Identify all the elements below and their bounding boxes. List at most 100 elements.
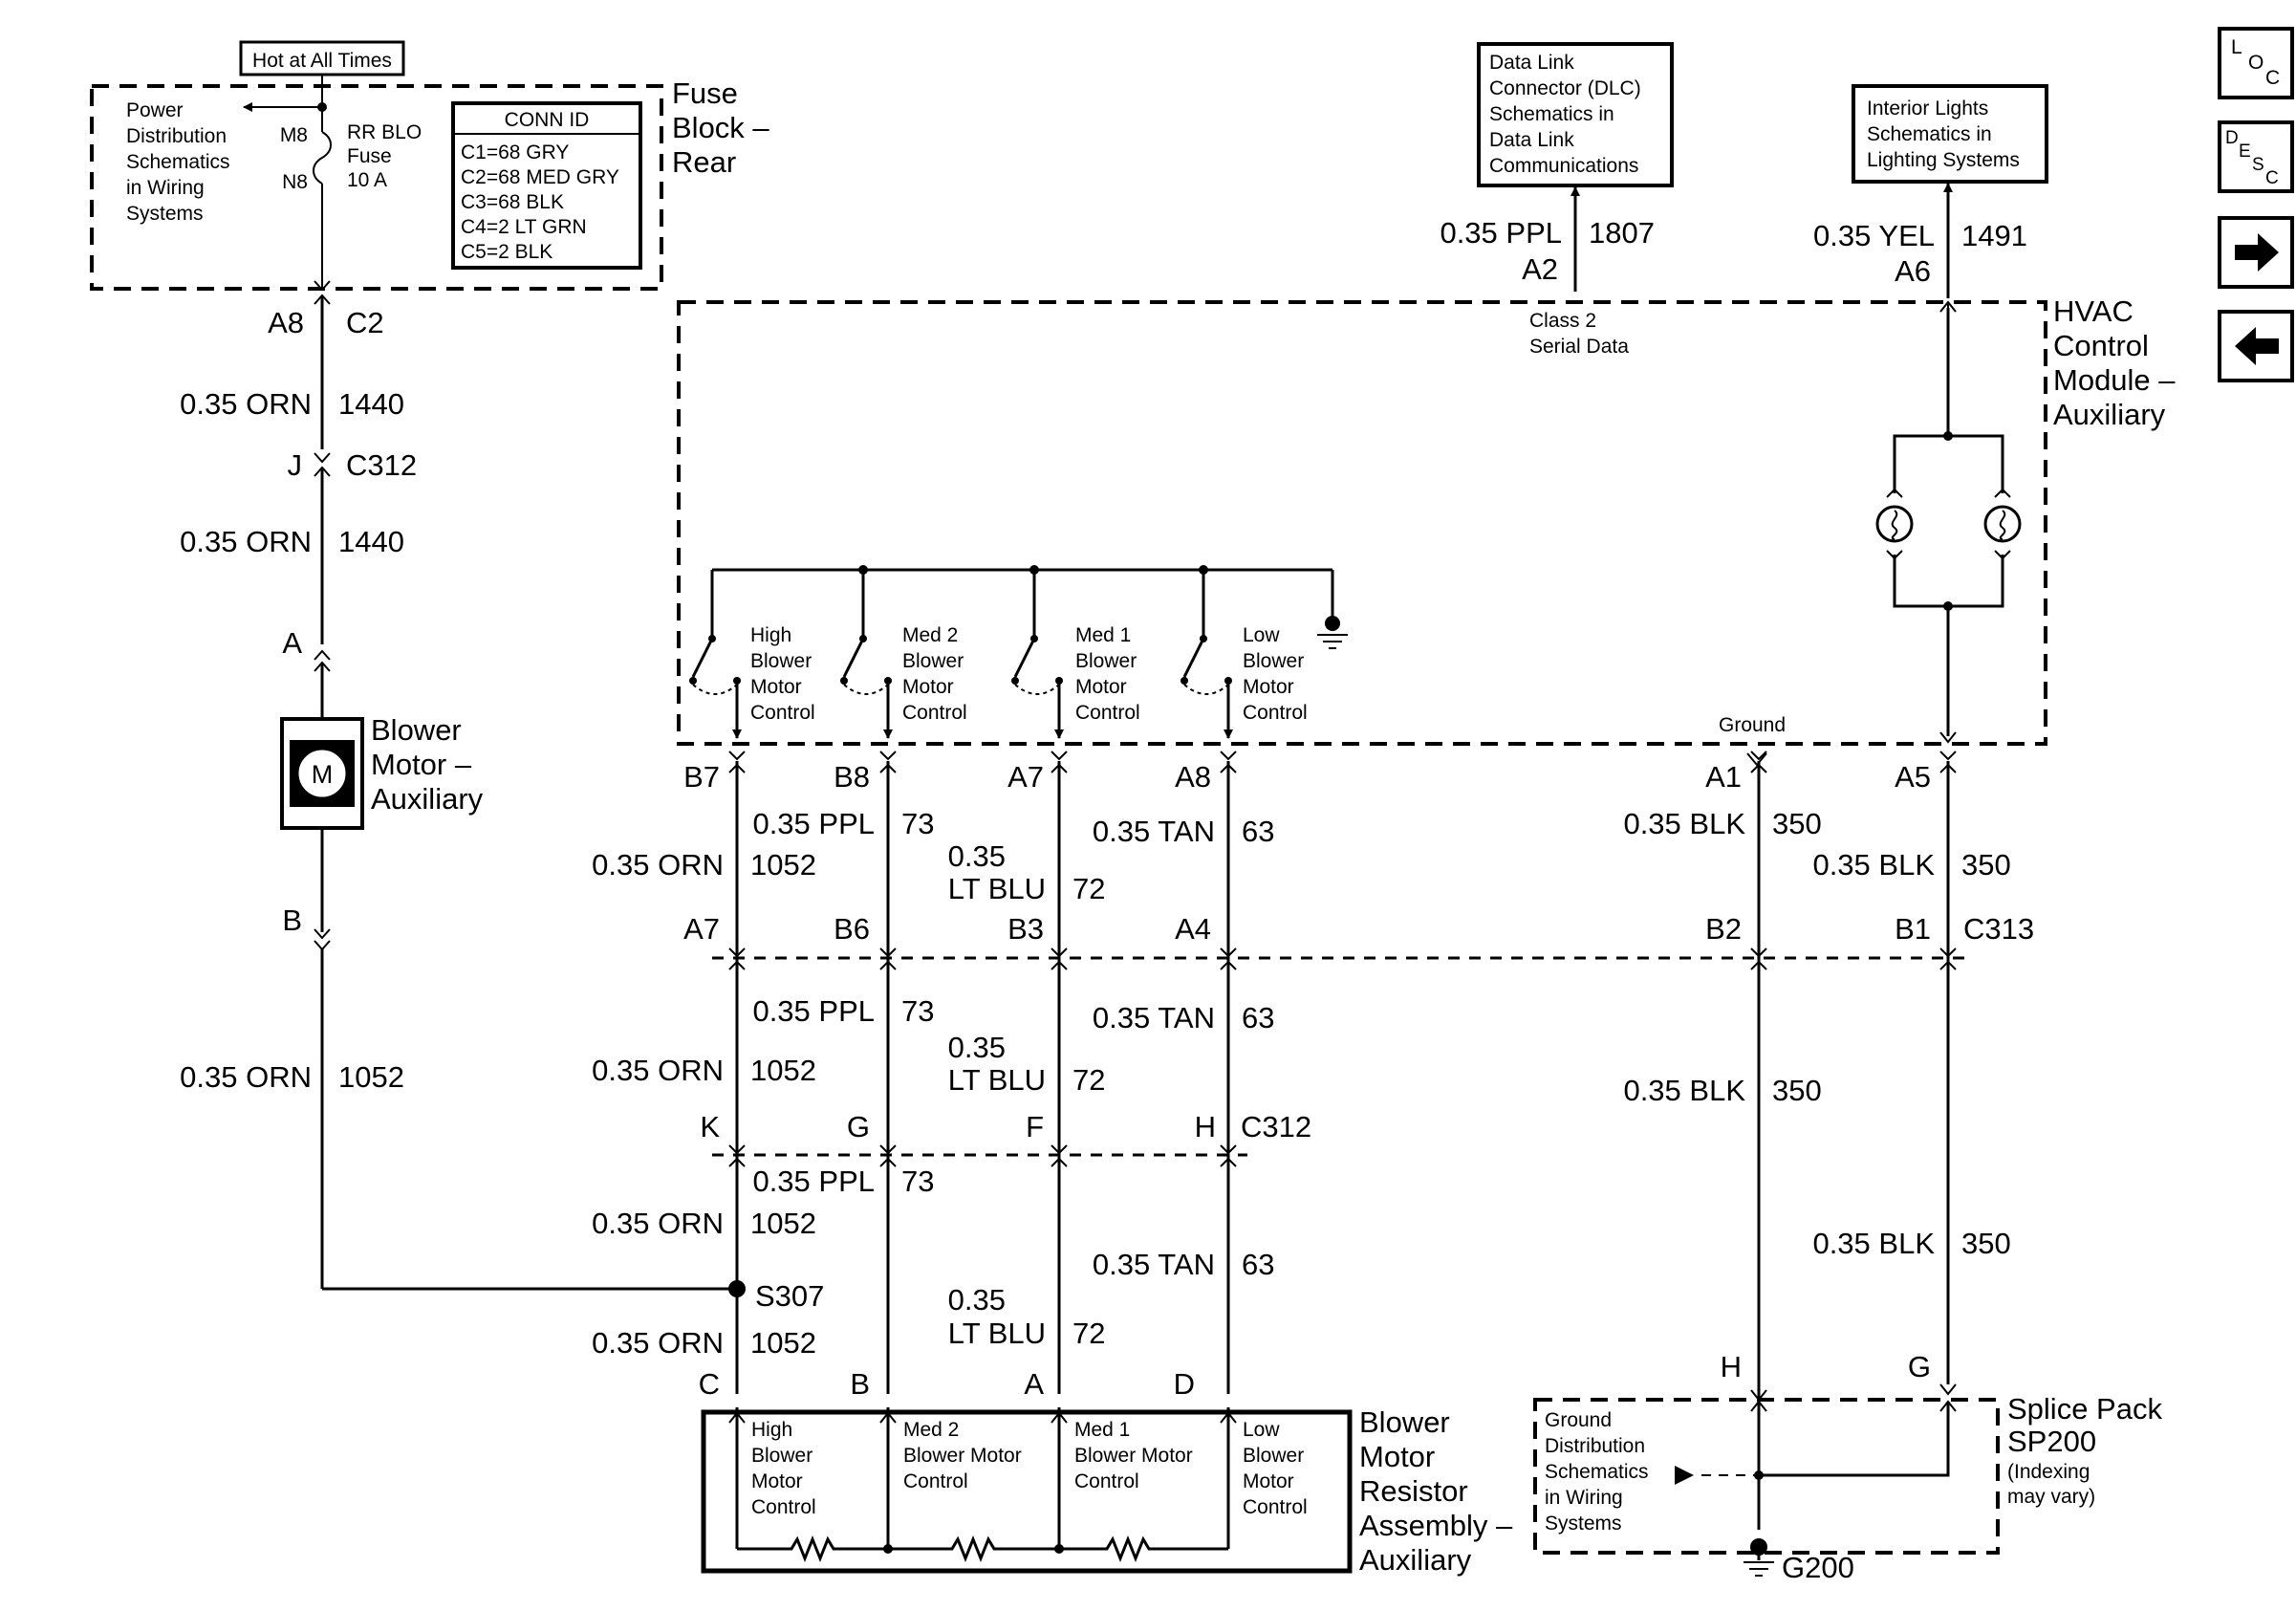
pin-a1: A1 — [1705, 760, 1742, 794]
s1-blk1-color: 0.35 BLK — [1623, 807, 1745, 840]
c313-pin-a4: A4 — [1175, 912, 1211, 946]
s3-ppl-circuit: 73 — [901, 1165, 934, 1198]
switch-med2 — [840, 565, 893, 739]
switch-med1-label-2: Blower — [1075, 650, 1137, 672]
res-med2-2: Blower Motor — [903, 1445, 1022, 1467]
ground-ref-2: Distribution — [1545, 1435, 1645, 1457]
connector-chevron-bottom — [1939, 960, 1957, 970]
res-low-3: Motor — [1243, 1470, 1294, 1492]
loc-o: O — [2248, 52, 2264, 74]
wire-1440-circuit-1: 1440 — [338, 387, 404, 421]
res-high-4: Control — [751, 1496, 816, 1518]
res-high-3: Motor — [751, 1470, 803, 1492]
switch-med2-label-2: Blower — [902, 650, 964, 672]
desc-c: C — [2265, 168, 2279, 188]
connector-chevron-top — [1750, 751, 1767, 761]
switch-low-label-4: Control — [1243, 702, 1308, 724]
s1-blk1-circuit: 350 — [1772, 807, 1822, 840]
c312-label-right: C312 — [1241, 1110, 1311, 1143]
s2-blk1-color: 0.35 BLK — [1623, 1074, 1745, 1107]
fuse-pin-m8: M8 — [280, 124, 308, 146]
connector-chevron-top — [728, 1144, 746, 1155]
conn-id-title: CONN ID — [505, 109, 590, 131]
s1-ltblu-circuit: 72 — [1072, 872, 1105, 905]
connector-chevron-top — [728, 751, 746, 761]
lights-line-3: Lighting Systems — [1867, 149, 2020, 171]
hot-at-all-times-label: Hot at All Times — [252, 50, 392, 72]
connector-chevron-bottom — [1220, 960, 1237, 970]
connector-chevron-top — [879, 947, 897, 958]
ground-ref-arrow — [1675, 1466, 1694, 1485]
splice-pack-name-1: Splice Pack — [2007, 1392, 2162, 1426]
connector-chevron-bottom — [1220, 1157, 1237, 1167]
blower-motor-name-3: Auxiliary — [371, 782, 484, 816]
fuse-label-3: 10 A — [347, 169, 387, 191]
dlc-box — [1477, 42, 1674, 187]
fuse-symbol — [313, 131, 332, 185]
switch-med2-label-3: Motor — [902, 676, 954, 698]
s3-orn-a-circuit: 1052 — [750, 1207, 816, 1240]
desc-icon[interactable] — [2218, 120, 2294, 193]
conn-id-c3: C3=68 BLK — [461, 191, 564, 213]
s2-tan-circuit: 63 — [1242, 1001, 1274, 1034]
nav-desc-button[interactable]: D E S C — [2218, 120, 2294, 193]
s3-orn-b-circuit: 1052 — [750, 1326, 816, 1360]
wire-1807-color: 0.35 PPL — [1440, 216, 1562, 250]
blower-motor-name-1: Blower — [371, 713, 462, 747]
connector-chevron-top — [1051, 751, 1068, 761]
desc-e: E — [2239, 142, 2251, 162]
wire-1440-color-2: 0.35 ORN — [180, 525, 312, 558]
wire-1052-circuit-left: 1052 — [338, 1060, 404, 1094]
res-med1-3: Control — [1074, 1470, 1139, 1492]
lights-line-1: Interior Lights — [1867, 98, 1988, 120]
connector-chevron-bottom — [879, 960, 897, 970]
switch-low-label-1: Low — [1243, 624, 1280, 646]
c312-pin-j: J — [288, 448, 303, 482]
fuse-block-name-1: Fuse — [672, 76, 738, 110]
power-ref-5: Systems — [126, 203, 204, 225]
s1-ppl-color: 0.35 PPL — [752, 807, 875, 840]
switch-high-label-4: Control — [750, 702, 815, 724]
switch-low-label-3: Motor — [1243, 676, 1294, 698]
resistor-name-5: Auxiliary — [1359, 1543, 1472, 1577]
loc-icon[interactable] — [2218, 27, 2294, 99]
ground-ref-5: Systems — [1545, 1513, 1622, 1535]
s2-ltblu-color: LT BLU — [948, 1063, 1046, 1097]
resistor-assembly-box — [701, 1409, 1353, 1574]
hvac-internal-ground-icon — [1325, 616, 1340, 631]
res-med1-2: Blower Motor — [1074, 1445, 1193, 1467]
s3-ltblu-circuit: 72 — [1072, 1317, 1105, 1350]
c312-pin-k: K — [700, 1110, 720, 1143]
res-med2-1: Med 2 — [903, 1419, 959, 1441]
splice-s307 — [728, 1280, 746, 1297]
hvac-name-4: Auxiliary — [2053, 398, 2166, 431]
fuse-block-name-3: Rear — [672, 145, 736, 179]
switch-med2-label-4: Control — [902, 702, 967, 724]
switch-med1-label-1: Med 1 — [1075, 624, 1131, 646]
arrow-left-icon[interactable] — [2218, 310, 2294, 382]
pin-a5: A5 — [1895, 760, 1931, 794]
wire-1807-circuit: 1807 — [1589, 216, 1655, 250]
nav-prev-button[interactable] — [2218, 310, 2294, 382]
s1-ppl-circuit: 73 — [901, 807, 934, 840]
nav-loc-button[interactable]: L O C — [2218, 27, 2294, 99]
lights-line-2: Schematics in — [1867, 123, 1992, 145]
nav-next-button[interactable] — [2218, 216, 2294, 289]
wire-labels-seg3: 0.35 ORN 1052 0.35 PPL 73 S307 0.35 ORN … — [592, 1165, 2011, 1360]
s1-blk2-circuit: 350 — [1961, 848, 2011, 882]
hvac-name-3: Module – — [2053, 363, 2176, 397]
connector-chevron-top — [728, 947, 746, 958]
splice-pack-sp200: Splice Pack SP200 (Indexing may vary) Gr… — [1533, 1383, 2162, 1584]
splice-pin-row: H G — [1721, 1350, 1931, 1383]
res-low-1: Low — [1243, 1419, 1280, 1441]
lamp-icon-right — [1983, 505, 2022, 543]
power-ref-3: Schematics — [126, 151, 230, 173]
s1-orn-color: 0.35 ORN — [592, 848, 724, 882]
resistor-pin-c: C — [699, 1367, 720, 1401]
s3-tan-color: 0.35 TAN — [1093, 1248, 1215, 1281]
dlc-line-4: Data Link — [1489, 129, 1574, 151]
conn-id-c4: C4=2 LT GRN — [461, 216, 587, 238]
hvac-module-outline — [677, 300, 2047, 746]
hvac-name-2: Control — [2053, 329, 2149, 362]
s1-ltblu-color: LT BLU — [948, 872, 1046, 905]
